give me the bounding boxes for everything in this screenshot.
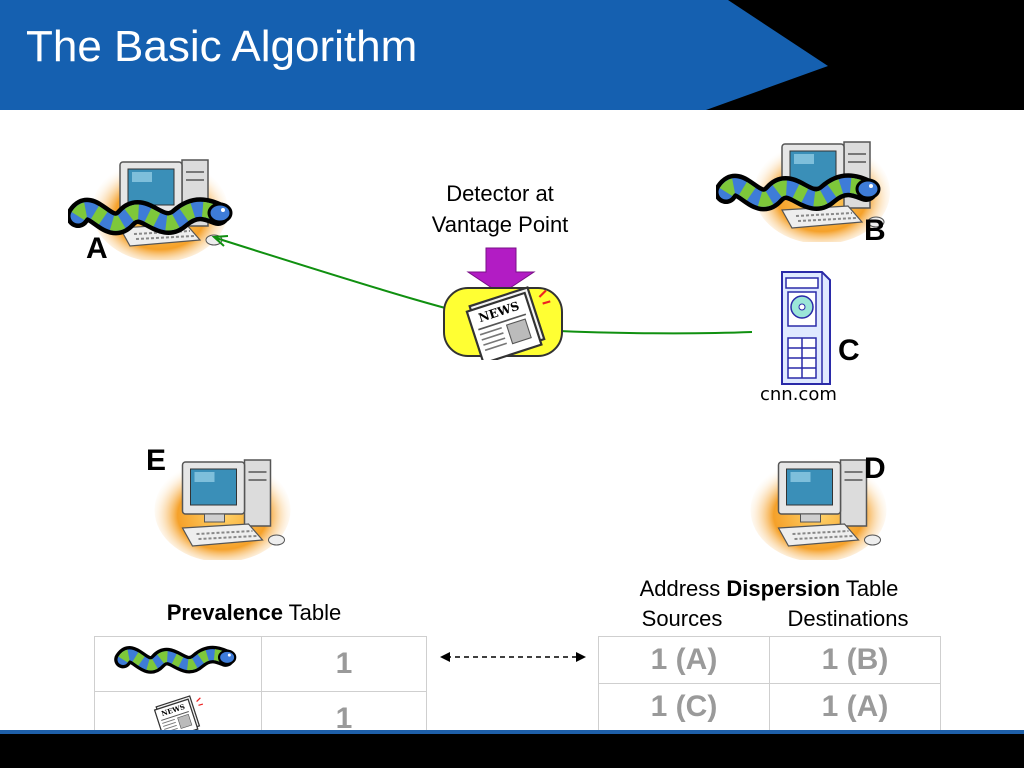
footer-bar (0, 730, 1024, 768)
server-c-icon (781, 271, 831, 385)
node-label-b: B (864, 214, 886, 247)
dispersion-title-post: Table (840, 576, 899, 601)
dispersion-cell-sources: 1 (C) (598, 683, 770, 731)
dispersion-row: 1 (C) 1 (A) (598, 683, 941, 731)
prevalence-cell-worm (94, 636, 262, 692)
detector-icon (443, 247, 563, 360)
dispersion-title-bold: Dispersion (726, 576, 841, 601)
detector-label: Detector at Vantage Point (410, 178, 590, 240)
node-label-a: A (86, 232, 108, 265)
prevalence-table-title: Prevalence Table (94, 600, 414, 626)
title-bar (0, 0, 1024, 110)
node-label-c: C (838, 334, 860, 367)
worm-icon (113, 637, 243, 683)
prevalence-title-bold: Prevalence (166, 600, 283, 625)
prevalence-title-rest: Table (282, 600, 342, 625)
detector-label-line1: Detector at (446, 181, 554, 206)
detector-label-line2: Vantage Point (431, 212, 569, 237)
slide-title: The Basic Algorithm (26, 22, 418, 71)
dispersion-table-title: Address Dispersion Table (598, 576, 940, 602)
server-caption: cnn.com (760, 384, 837, 405)
computer-e-icon (153, 456, 292, 560)
link-arrow (440, 652, 586, 662)
dispersion-title-pre: Address (639, 576, 727, 601)
node-label-e: E (146, 444, 167, 477)
dispersion-table: 1 (A) 1 (B) 1 (C) 1 (A) (598, 636, 941, 731)
column-header-destinations: Destinations (787, 606, 909, 631)
node-label-d: D (864, 452, 886, 485)
dispersion-row: 1 (A) 1 (B) (598, 636, 941, 684)
dispersion-cell-sources: 1 (A) (598, 636, 770, 684)
dispersion-cell-destinations: 1 (A) (769, 683, 941, 731)
prevalence-row-worm: 1 (94, 636, 427, 692)
column-header-sources: Sources (641, 606, 723, 631)
dispersion-cell-destinations: 1 (B) (769, 636, 941, 684)
prevalence-count-worm: 1 (261, 636, 427, 692)
